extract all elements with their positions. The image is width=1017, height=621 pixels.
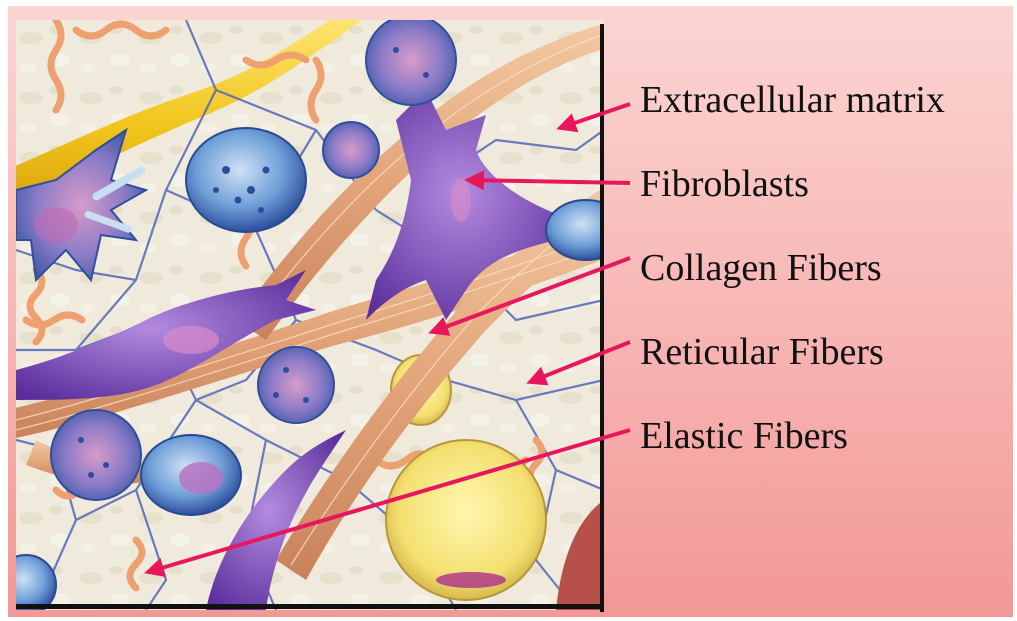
- arrow-extracellular-matrix: [560, 104, 630, 128]
- arrow-fibroblasts: [468, 180, 630, 183]
- label-collagen-fibers: Collagen Fibers: [640, 249, 882, 287]
- arrow-reticular-fibers: [530, 342, 630, 382]
- label-reticular-fibers: Reticular Fibers: [640, 333, 884, 371]
- arrow-elastic-fibers: [148, 430, 630, 572]
- label-extracellular-matrix: Extracellular matrix: [640, 81, 945, 119]
- label-elastic-fibers: Elastic Fibers: [640, 417, 848, 455]
- label-fibroblasts: Fibroblasts: [640, 165, 809, 203]
- arrow-collagen-fibers: [432, 258, 630, 332]
